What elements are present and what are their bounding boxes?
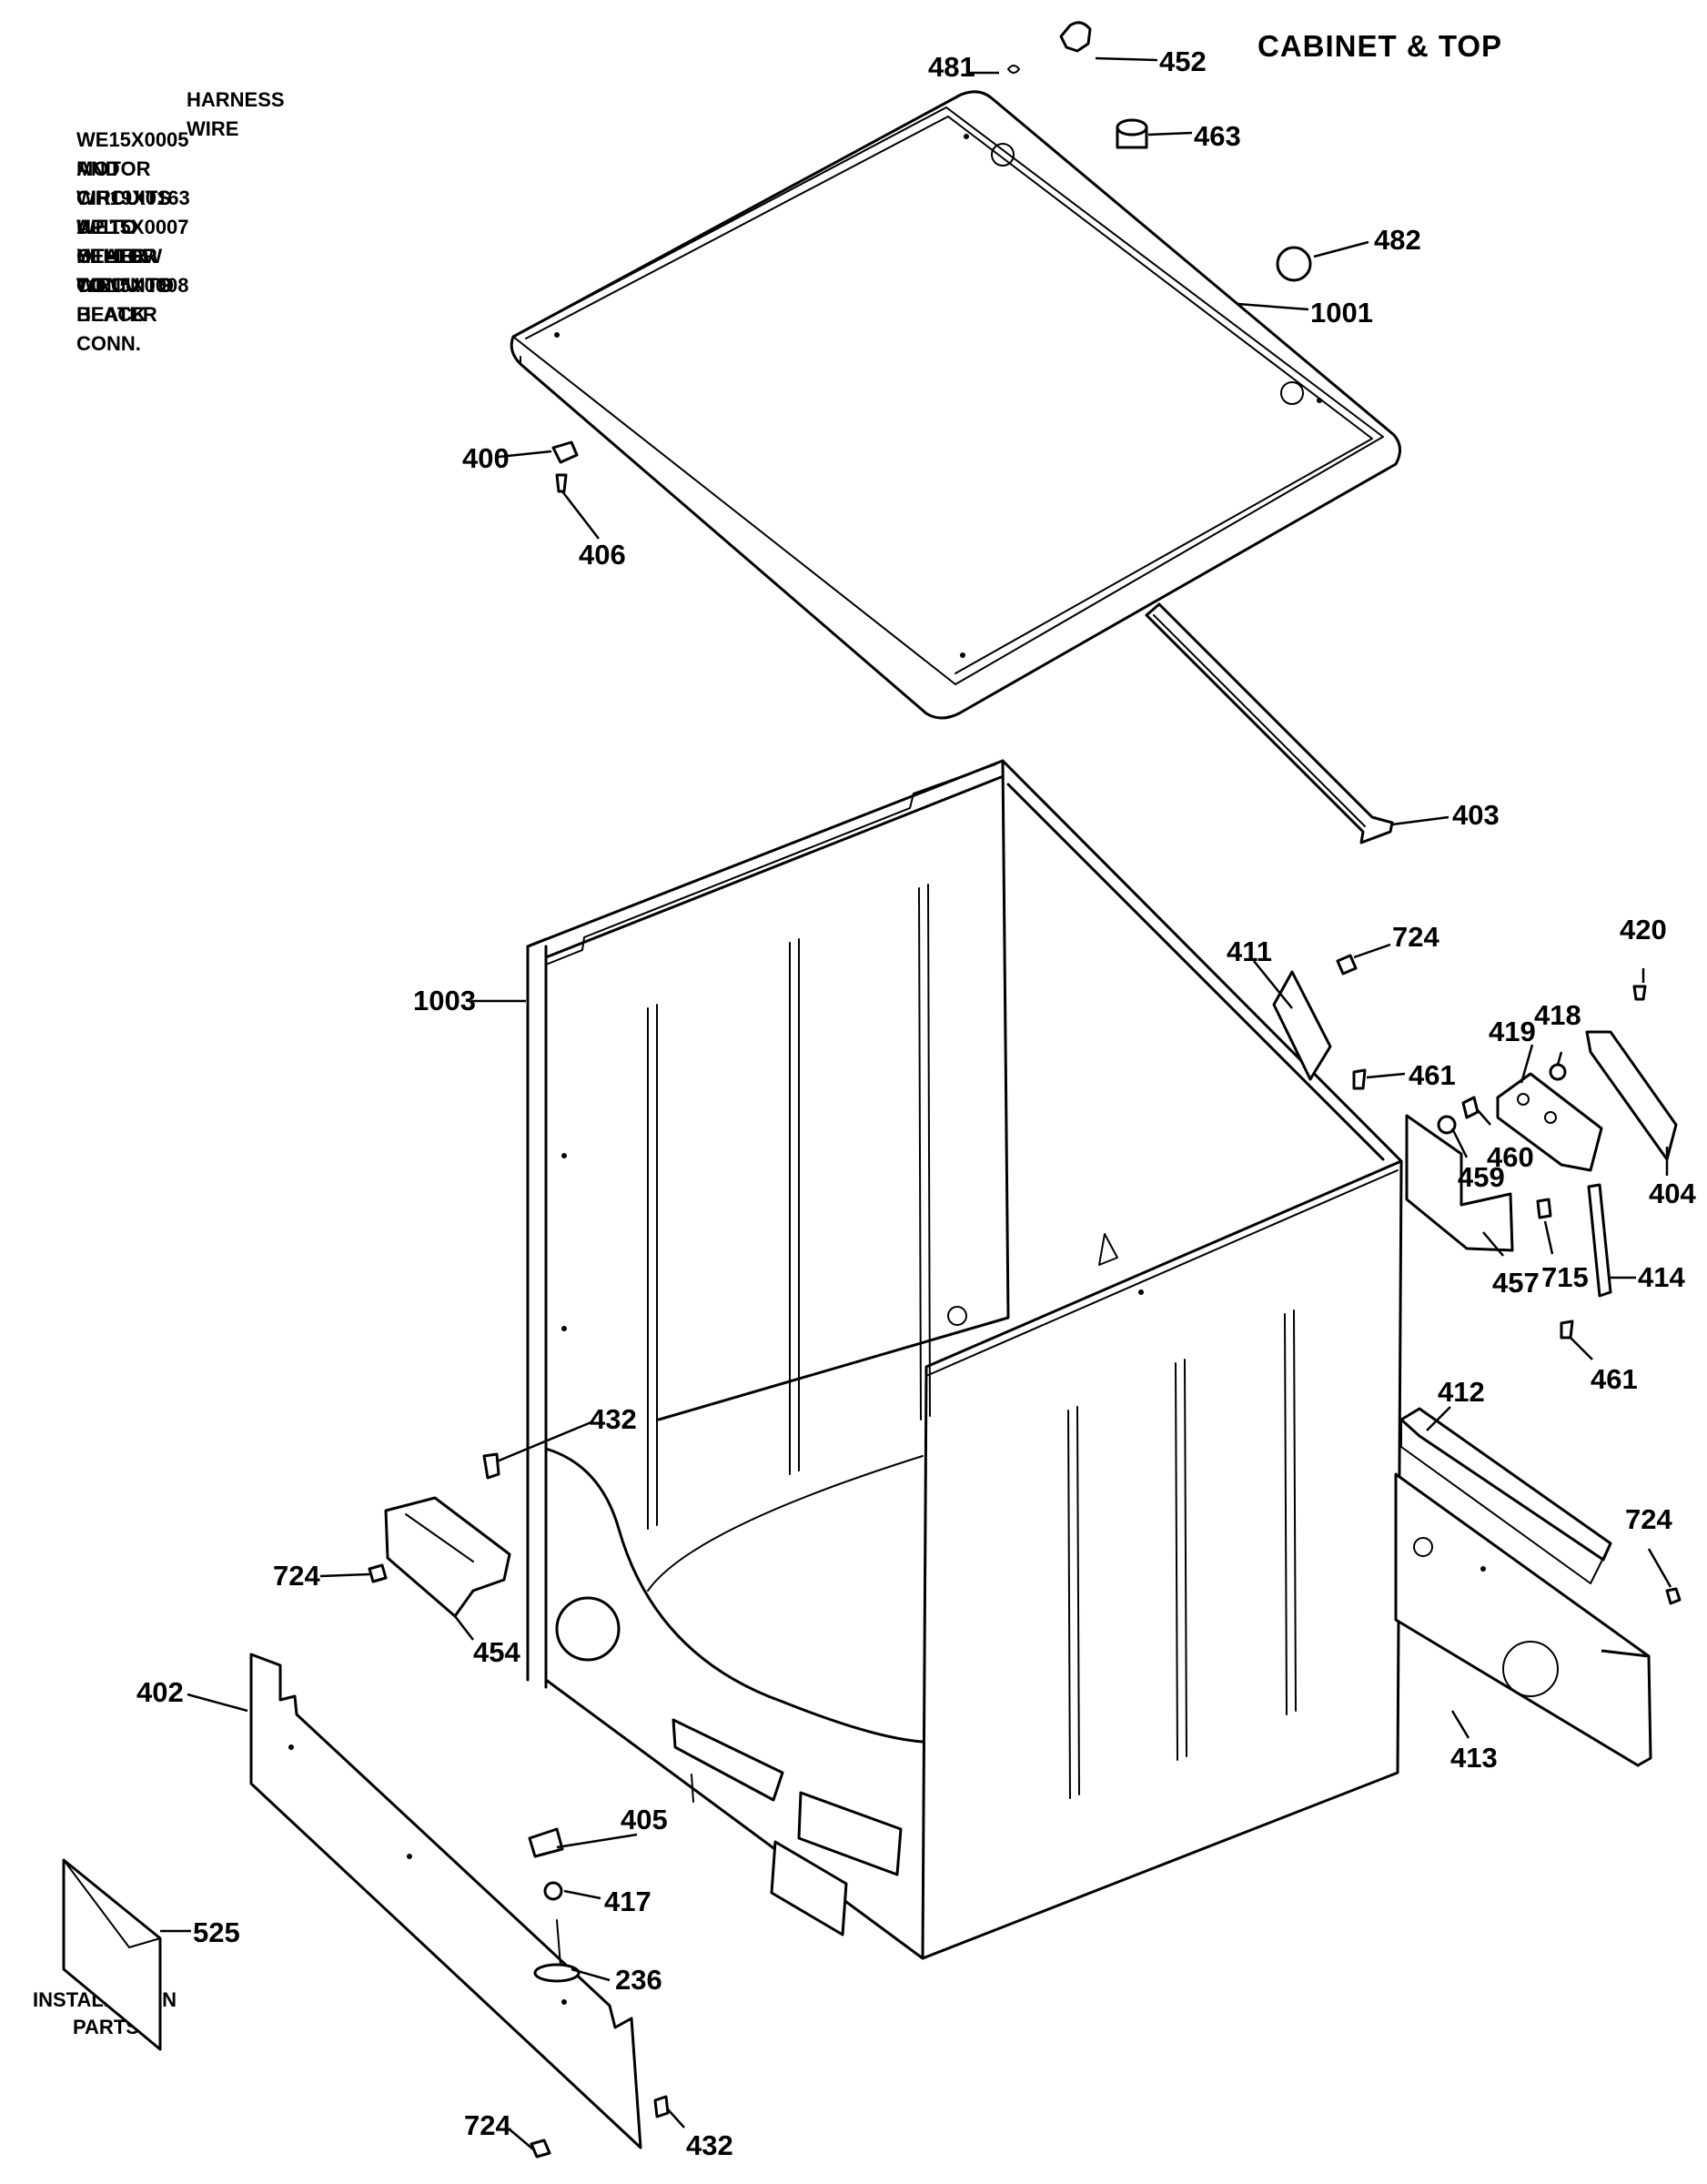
callout-724: 724 (1392, 921, 1439, 953)
callout-400: 400 (462, 442, 510, 474)
top-hardware (551, 21, 1312, 493)
harness-note-line: WE15X0005 MOTOR CIRCUITS (76, 128, 189, 209)
callout-525: 525 (193, 1916, 240, 1948)
callout-418: 418 (1534, 999, 1581, 1031)
callout-432: 432 (686, 2129, 733, 2161)
callout-459: 459 (1458, 1161, 1505, 1193)
diagram-title: CABINET & TOP (1258, 29, 1503, 63)
callout-414: 414 (1638, 1261, 1685, 1293)
leader-lines (160, 56, 1672, 2150)
cabinet (526, 759, 1403, 1960)
callout-417: 417 (604, 1886, 651, 1917)
callout-715: 715 (1541, 1261, 1589, 1293)
clip-481 (1007, 65, 1020, 74)
callout-402: 402 (136, 1676, 184, 1708)
hinge-bracket-452 (1059, 21, 1092, 53)
plug-482 (1276, 246, 1312, 282)
clip-400 (551, 440, 579, 464)
callout-463: 463 (1194, 120, 1241, 152)
harness-note-line: WE15X0007 YELLOW CONN. TO (76, 216, 189, 297)
callout-461: 461 (1591, 1363, 1638, 1395)
callout-405: 405 (621, 1804, 668, 1835)
callout-420: 420 (1620, 914, 1667, 945)
callout-403: 403 (1452, 799, 1500, 831)
callout-461: 461 (1409, 1059, 1456, 1091)
callout-412: 412 (1438, 1376, 1485, 1408)
callout-411: 411 (1227, 935, 1272, 967)
harness-note-line: HEATER WE15X0008 BLACK CONN. (76, 245, 189, 355)
callout-460: 460 (1487, 1141, 1534, 1173)
callout-419: 419 (1489, 1016, 1536, 1047)
callout-1003: 1003 (413, 985, 476, 1016)
callout-724: 724 (1625, 1503, 1672, 1535)
harness-note-line: AND CIRCUITS UP TO HEATER (76, 157, 171, 268)
callout-236: 236 (615, 1964, 662, 1996)
seal-strip-403 (1145, 602, 1394, 844)
grommet-463 (1116, 118, 1148, 149)
base-rails (1394, 1407, 1682, 1767)
harness-note-line: TO HEATER (76, 274, 157, 326)
callout-482: 482 (1374, 224, 1421, 256)
callout-1001: 1001 (1310, 297, 1373, 329)
callout-481: 481 (928, 51, 975, 83)
control-parts (1272, 954, 1678, 1340)
screw-406 (555, 473, 568, 493)
callout-454: 454 (473, 1636, 520, 1668)
harness-note-line: WH19X0163 ALL OTHER CIRCUITS (76, 187, 190, 297)
callouts: 481 452 463 482 1001 400 406 403 1003 41… (136, 46, 1696, 2161)
callout-404: 404 (1649, 1178, 1696, 1209)
callout-406: 406 (579, 539, 626, 571)
callout-432: 432 (590, 1403, 637, 1435)
callout-452: 452 (1159, 46, 1207, 77)
front-parts (62, 1452, 670, 2159)
callout-457: 457 (1492, 1267, 1540, 1299)
harness-note-heading: HARNESS WIRE (187, 88, 285, 140)
top-panel (510, 90, 1401, 720)
callout-413: 413 (1450, 1742, 1498, 1774)
callout-724: 724 (273, 1560, 320, 1592)
callout-724: 724 (464, 2109, 511, 2141)
